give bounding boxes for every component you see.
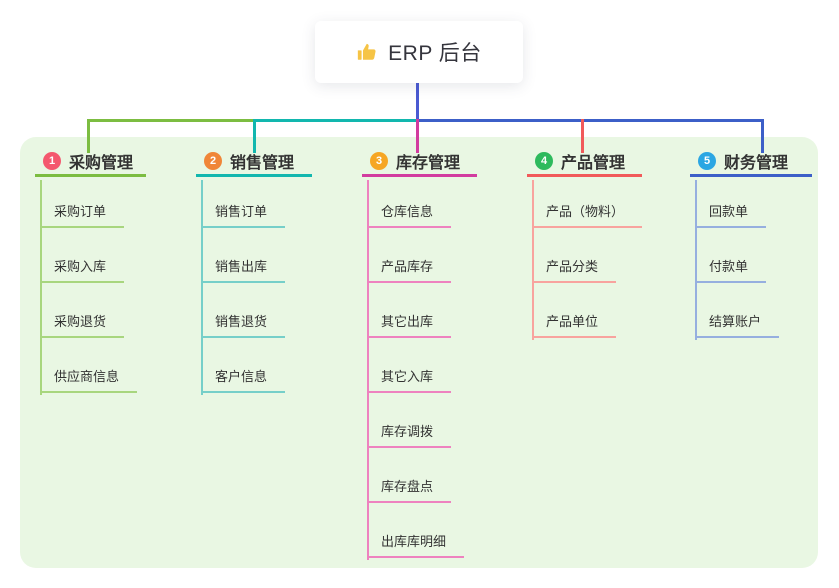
branch-node-label: 财务管理 (724, 154, 789, 172)
trunk-line-branch-3 (367, 180, 369, 560)
branch-node-5[interactable]: 5 财务管理 (690, 147, 812, 177)
child-node-label: 采购退货 (54, 314, 107, 329)
child-node-label: 销售出库 (215, 259, 268, 274)
child-node-branch-2-item-1[interactable]: 销售订单 (201, 194, 286, 228)
child-node-branch-2-item-2[interactable]: 销售出库 (201, 249, 286, 283)
branch-node-label: 库存管理 (396, 154, 461, 172)
child-node-branch-3-item-1[interactable]: 仓库信息 (367, 194, 452, 228)
child-node-branch-2-item-3[interactable]: 销售退货 (201, 304, 286, 338)
child-node-label: 库存盘点 (381, 479, 434, 494)
branch-node-2[interactable]: 2 销售管理 (196, 147, 312, 177)
child-node-branch-2-item-4[interactable]: 客户信息 (201, 359, 286, 393)
root-node-label: ERP 后台 (388, 42, 482, 65)
child-node-branch-5-item-3[interactable]: 结算账户 (695, 304, 780, 338)
child-node-branch-5-item-1[interactable]: 回款单 (695, 194, 767, 228)
child-node-label: 付款单 (709, 259, 749, 274)
child-node-label: 库存调拨 (381, 424, 434, 439)
child-node-branch-4-item-2[interactable]: 产品分类 (532, 249, 617, 283)
child-node-label: 仓库信息 (381, 204, 434, 219)
trunk-line-branch-1 (40, 180, 42, 395)
child-node-label: 供应商信息 (54, 369, 120, 384)
branch-node-1[interactable]: 1 采购管理 (35, 147, 146, 177)
child-node-label: 销售退货 (215, 314, 268, 329)
child-node-label: 其它出库 (381, 314, 434, 329)
branch-number-badge-5: 5 (698, 151, 716, 170)
child-node-branch-3-item-2[interactable]: 产品库存 (367, 249, 452, 283)
branch-number-badge-4: 4 (535, 151, 553, 170)
trunk-line-branch-5 (695, 180, 697, 340)
rail-segment-branch-1 (87, 119, 254, 122)
child-node-branch-3-item-4[interactable]: 其它入库 (367, 359, 452, 393)
child-node-label: 客户信息 (215, 369, 268, 384)
child-node-label: 采购入库 (54, 259, 107, 274)
branches-panel (20, 137, 818, 568)
trunk-line-branch-2 (201, 180, 203, 395)
branch-node-label: 销售管理 (230, 154, 295, 172)
child-node-branch-1-item-3[interactable]: 采购退货 (40, 304, 125, 338)
child-node-branch-3-item-5[interactable]: 库存调拨 (367, 414, 452, 448)
branch-node-4[interactable]: 4 产品管理 (527, 147, 642, 177)
child-node-label: 产品（物料） (546, 204, 625, 219)
branch-node-3[interactable]: 3 库存管理 (362, 147, 477, 177)
child-node-label: 结算账户 (709, 314, 762, 329)
branch-number-badge-2: 2 (204, 151, 222, 170)
drop-line-branch-4 (581, 119, 584, 153)
child-node-label: 销售订单 (215, 204, 268, 219)
child-node-label: 其它入库 (381, 369, 434, 384)
child-node-label: 产品单位 (546, 314, 599, 329)
drop-line-branch-1 (87, 119, 90, 153)
child-node-branch-1-item-2[interactable]: 采购入库 (40, 249, 125, 283)
child-node-branch-3-item-7[interactable]: 出库库明细 (367, 524, 465, 558)
branch-node-label: 采购管理 (69, 154, 134, 172)
root-connector-line (416, 83, 419, 120)
child-node-branch-3-item-6[interactable]: 库存盘点 (367, 469, 452, 503)
child-node-label: 产品库存 (381, 259, 434, 274)
child-node-label: 出库库明细 (381, 534, 447, 549)
child-node-label: 采购订单 (54, 204, 107, 219)
child-node-label: 回款单 (709, 204, 749, 219)
child-node-branch-1-item-1[interactable]: 采购订单 (40, 194, 125, 228)
root-node-erp[interactable]: ERP 后台 (315, 21, 523, 83)
drop-line-branch-2 (253, 119, 256, 153)
trunk-line-branch-4 (532, 180, 534, 340)
child-node-branch-5-item-2[interactable]: 付款单 (695, 249, 767, 283)
child-node-branch-4-item-1[interactable]: 产品（物料） (532, 194, 643, 228)
child-node-branch-3-item-3[interactable]: 其它出库 (367, 304, 452, 338)
drop-line-branch-5 (761, 119, 764, 153)
child-node-label: 产品分类 (546, 259, 599, 274)
drop-line-branch-3 (416, 119, 419, 153)
child-node-branch-1-item-4[interactable]: 供应商信息 (40, 359, 138, 393)
rail-segment-branch-2 (253, 119, 419, 122)
branch-number-badge-3: 3 (370, 151, 388, 170)
rail-segment-branch-5 (416, 119, 764, 122)
branch-node-label: 产品管理 (561, 154, 626, 172)
child-node-branch-4-item-3[interactable]: 产品单位 (532, 304, 617, 338)
branch-number-badge-1: 1 (43, 151, 61, 170)
thumbs-up-icon (356, 41, 378, 63)
